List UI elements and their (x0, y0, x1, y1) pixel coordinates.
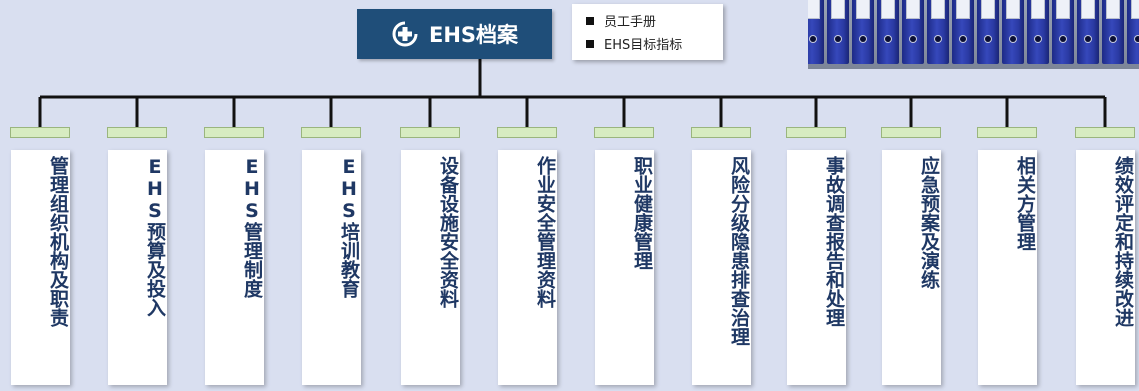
binder-label (981, 0, 995, 19)
category-label: 作业安全管理资料 (534, 156, 556, 308)
category-card: 作业安全管理资料 (498, 150, 557, 385)
binder-spine (827, 0, 849, 64)
binder-label (881, 0, 895, 19)
category-tab (400, 127, 460, 138)
note-item-label: 员工手册 (604, 15, 657, 30)
note-box: 员工手册 EHS目标指标 (572, 4, 723, 60)
binder-ring-icon (810, 36, 816, 42)
binder-label (856, 0, 870, 19)
category-tab (1075, 127, 1135, 138)
category-card: 绩效评定和持续改进 (1076, 150, 1135, 385)
category-card: 设备设施安全资料 (401, 150, 460, 385)
binder-spine (902, 0, 924, 64)
binder-ring-icon (1135, 36, 1139, 42)
category-label: 职业健康管理 (631, 156, 653, 270)
category-card: EHS管理制度 (205, 150, 264, 385)
category-label: 事故调查报告和处理 (823, 156, 845, 327)
category-card: EHS培训教育 (302, 150, 361, 385)
binder-ring-icon (910, 36, 916, 42)
category-label: EHS管理制度 (241, 156, 263, 298)
binder-label (906, 0, 920, 19)
category-label: EHS预算及投入 (144, 156, 166, 317)
binder-spine (1102, 0, 1124, 64)
binder-label (1031, 0, 1045, 19)
binder-photo (808, 0, 1139, 69)
binder-spine (1077, 0, 1099, 64)
binder-label (1056, 0, 1070, 19)
binder-ring-icon (1010, 36, 1016, 42)
category-tab (497, 127, 557, 138)
binder-ring-icon (835, 36, 841, 42)
category-tab (594, 127, 654, 138)
category-card: 相关方管理 (978, 150, 1037, 385)
category-card: 职业健康管理 (595, 150, 654, 385)
binder-spine (808, 0, 824, 64)
binder-ring-icon (960, 36, 966, 42)
square-bullet-icon (586, 39, 594, 48)
category-card: 事故调查报告和处理 (787, 150, 846, 385)
category-tab (204, 127, 264, 138)
binder-ring-icon (1035, 36, 1041, 42)
category-label: 风险分级隐患排查治理 (728, 156, 750, 346)
category-tab (881, 127, 941, 138)
root-node: EHS档案 (357, 9, 552, 59)
binder-ring-icon (885, 36, 891, 42)
category-tab (977, 127, 1037, 138)
category-tab (10, 127, 70, 138)
binder-ring-icon (860, 36, 866, 42)
binder-spine (852, 0, 874, 64)
binder-label (1106, 0, 1120, 19)
category-card: 应急预案及演练 (882, 150, 941, 385)
binder-ring-icon (1110, 36, 1116, 42)
binder-spine (1002, 0, 1024, 64)
category-label: 应急预案及演练 (918, 156, 940, 289)
note-item: EHS目标指标 (586, 32, 723, 55)
binder-label (1081, 0, 1095, 19)
binder-label (831, 0, 845, 19)
category-tab (786, 127, 846, 138)
note-item-label: EHS目标指标 (604, 38, 683, 53)
category-label: 设备设施安全资料 (437, 156, 459, 308)
binder-spine (927, 0, 949, 64)
binder-ring-icon (935, 36, 941, 42)
category-tab (107, 127, 167, 138)
binder-label (1006, 0, 1020, 19)
binder-spine (1027, 0, 1049, 64)
binder-label (808, 0, 820, 19)
category-label: 管理组织机构及职责 (47, 156, 69, 327)
binder-spine (952, 0, 974, 64)
binder-spine (1052, 0, 1074, 64)
binder-ring-icon (1085, 36, 1091, 42)
binder-label (931, 0, 945, 19)
category-label: 绩效评定和持续改进 (1112, 156, 1134, 327)
category-label: EHS培训教育 (338, 156, 360, 298)
category-tab (691, 127, 751, 138)
binder-label (956, 0, 970, 19)
binder-spine (877, 0, 899, 64)
binder-label (1131, 0, 1139, 19)
category-card: 管理组织机构及职责 (11, 150, 70, 385)
binder-ring-icon (985, 36, 991, 42)
root-title: EHS档案 (428, 23, 519, 47)
note-item: 员工手册 (586, 9, 723, 32)
square-bullet-icon (586, 16, 594, 25)
category-card: 风险分级隐患排查治理 (692, 150, 751, 385)
binder-ring-icon (1060, 36, 1066, 42)
medical-cross-icon (391, 20, 419, 48)
binder-spine (1127, 0, 1139, 64)
binder-spine (977, 0, 999, 64)
category-tab (301, 127, 361, 138)
category-label: 相关方管理 (1014, 156, 1036, 251)
category-card: EHS预算及投入 (108, 150, 167, 385)
